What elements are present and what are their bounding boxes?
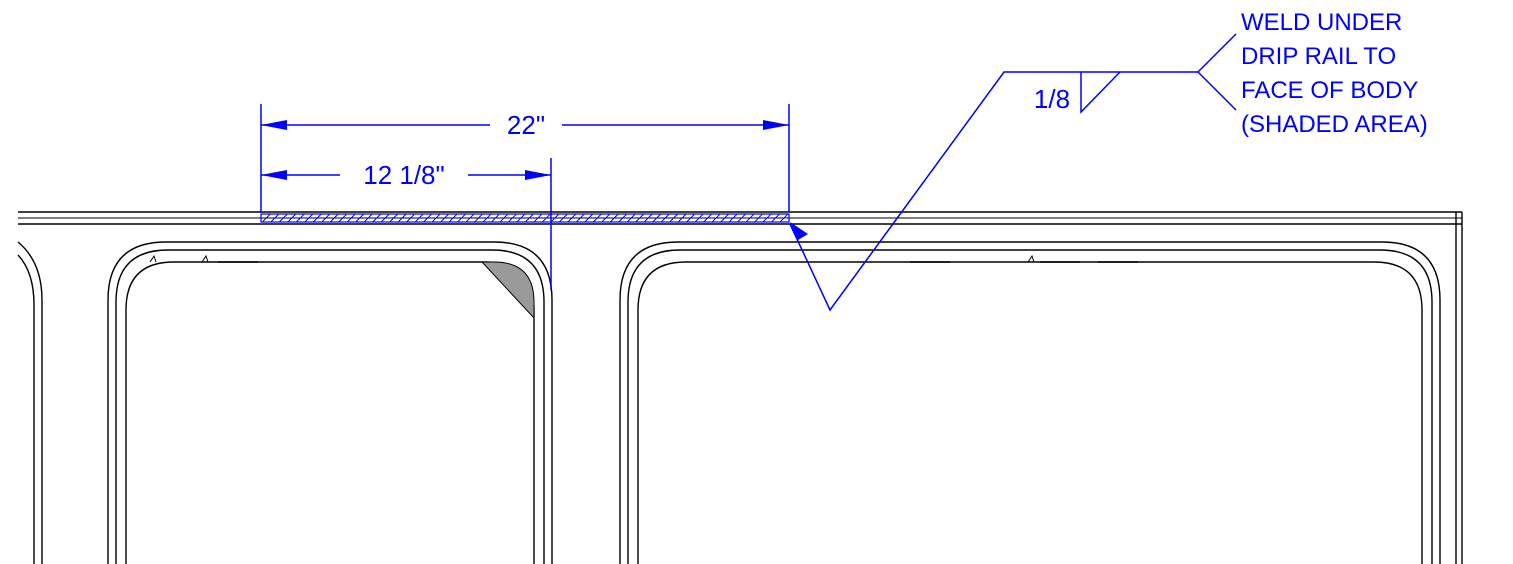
door-opening-left: [107, 241, 553, 564]
weld-shaded-area: [260, 213, 790, 223]
note-line-3: FACE OF BODY: [1241, 77, 1418, 104]
dimension-12-1-8: 12 1/8": [261, 158, 552, 290]
corner-shading: [480, 261, 535, 320]
dimension-12-1-8-label: 12 1/8": [363, 160, 445, 190]
body-outline: [18, 211, 1463, 564]
weld-symbol: 1/8: [789, 33, 1237, 312]
weld-size-label: 1/8: [1034, 84, 1070, 114]
note-line-1: WELD UNDER: [1241, 9, 1402, 36]
dimension-22: 22": [260, 104, 790, 212]
dimension-22-label: 22": [507, 110, 545, 140]
note-line-4: (SHADED AREA): [1241, 111, 1428, 138]
note-line-2: DRIP RAIL TO: [1241, 43, 1396, 70]
left-partial-opening: [17, 241, 43, 564]
door-opening-right: [619, 241, 1441, 564]
weld-note: WELD UNDER DRIP RAIL TO FACE OF BODY (SH…: [1241, 9, 1428, 138]
